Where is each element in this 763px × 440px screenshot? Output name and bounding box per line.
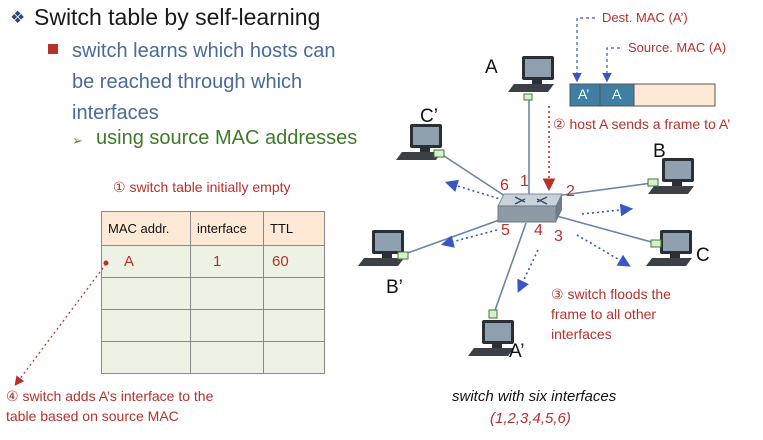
table-cell bbox=[190, 309, 264, 342]
host-c-computer-icon bbox=[646, 230, 692, 266]
bullet-text-line3: interfaces bbox=[72, 102, 159, 124]
ethernet-frame bbox=[569, 83, 716, 107]
host-b-prime-computer-icon bbox=[358, 230, 409, 266]
table-cell bbox=[101, 309, 191, 342]
table-cell: 1 bbox=[190, 245, 264, 278]
table-cell: A bbox=[101, 245, 191, 278]
port-label: 3 bbox=[554, 228, 563, 245]
step3-annotation-line3: interfaces bbox=[551, 326, 612, 342]
port-label: 1 bbox=[520, 173, 529, 190]
source-mac-label: Source. MAC (A) bbox=[628, 40, 727, 55]
table-cell bbox=[190, 277, 264, 310]
host-c-label: C bbox=[696, 245, 710, 266]
bullet-text-line2: be reached through which bbox=[72, 71, 303, 93]
table-cell: 60 bbox=[263, 245, 325, 278]
host-c-prime-label: C’ bbox=[420, 106, 438, 127]
port-label: 5 bbox=[501, 222, 510, 239]
diagram-caption-line2: (1,2,3,4,5,6) bbox=[490, 410, 571, 427]
port-label: 4 bbox=[534, 222, 543, 239]
switch-icon bbox=[497, 193, 563, 223]
dest-mac-label: Dest. MAC (A’) bbox=[602, 10, 688, 25]
table-row bbox=[101, 341, 325, 374]
flood-arrows bbox=[440, 179, 634, 293]
step4-annotation-line2: table based on source MAC bbox=[6, 408, 179, 424]
step4-annotation-line1: ④ switch adds A’s interface to the bbox=[6, 388, 214, 404]
switch-table: MAC addr. interface TTL A 1 60 bbox=[101, 211, 325, 374]
host-b-prime-label: B’ bbox=[386, 277, 403, 298]
table-cell bbox=[101, 341, 191, 374]
table-header-row: MAC addr. interface TTL bbox=[101, 211, 325, 246]
link-lines bbox=[401, 100, 656, 317]
table-cell bbox=[263, 309, 325, 342]
host-c-prime-computer-icon bbox=[396, 124, 445, 160]
arrow-bullet-icon: ➢ bbox=[72, 133, 83, 148]
host-a-prime-label: A’ bbox=[509, 341, 525, 362]
table-cell bbox=[101, 277, 191, 310]
sub-bullet-text: using source MAC addresses bbox=[96, 127, 358, 149]
diagram-caption-line1: switch with six interfaces bbox=[452, 388, 617, 405]
diamond-bullet-icon: ❖ bbox=[10, 8, 26, 27]
host-a-prime-computer-icon bbox=[468, 309, 514, 356]
step2-annotation: ② host A sends a frame to A’ bbox=[553, 116, 731, 132]
port-label: 2 bbox=[566, 183, 575, 200]
host-b-computer-icon bbox=[647, 158, 694, 194]
host-a-computer-icon bbox=[508, 56, 554, 101]
header-interface: interface bbox=[190, 211, 264, 246]
port-label: 6 bbox=[500, 177, 509, 194]
step3-annotation-line1: ③ switch floods the bbox=[551, 286, 671, 302]
frame-dest-field: A’ bbox=[578, 86, 590, 102]
mac-field-pointers bbox=[572, 17, 620, 83]
step3-annotation-line2: frame to all other bbox=[551, 306, 657, 322]
host-a-label: A bbox=[485, 57, 498, 78]
table-row: A 1 60 bbox=[101, 245, 325, 278]
square-bullet-icon bbox=[48, 44, 58, 54]
table-cell bbox=[190, 341, 264, 374]
slide-title: Switch table by self-learning bbox=[34, 4, 321, 30]
table-update-arrow bbox=[14, 263, 107, 386]
step1-annotation: ① switch table initially empty bbox=[113, 179, 291, 195]
header-ttl: TTL bbox=[263, 211, 325, 246]
table-row bbox=[101, 309, 325, 342]
table-cell bbox=[263, 341, 325, 374]
frame-source-field: A bbox=[612, 86, 622, 102]
host-b-label: B bbox=[653, 141, 666, 162]
bullet-text-line1: switch learns which hosts can bbox=[72, 40, 336, 62]
